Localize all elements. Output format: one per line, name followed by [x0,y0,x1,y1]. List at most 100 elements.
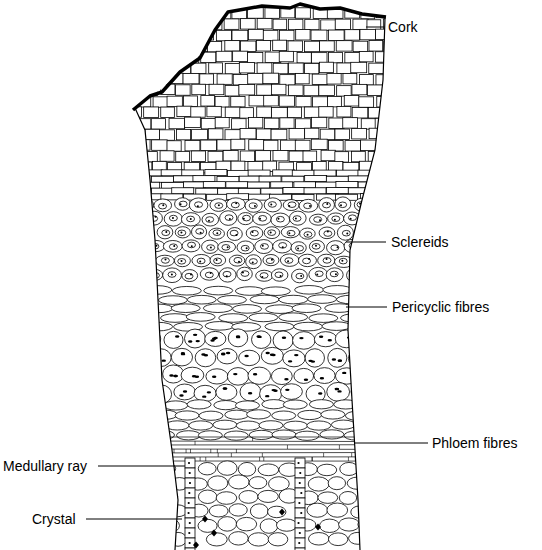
cell-content [388,247,390,249]
cell-content [395,204,397,206]
tissue-cell [176,42,190,52]
tissue-cell [196,229,204,235]
tissue-cell [295,528,305,538]
tissue-cell [185,528,195,538]
tissue-cell [236,517,256,531]
tissue-cell [173,176,195,182]
tissue-cell [384,85,400,95]
cell-content [288,232,290,234]
tissue-cell [171,304,200,313]
tissue-cell [264,227,279,239]
tissue-cell [164,331,183,348]
cell-content [388,377,392,379]
tissue-cell [121,117,136,127]
tissue-cell [273,240,292,253]
tissue-cell [280,118,294,128]
cell-content [137,359,141,361]
tissue-cell [127,384,147,403]
tissue-cell [250,295,279,304]
cell-content [295,217,297,219]
tissue-cell [135,75,149,85]
tissue-cell [163,240,182,252]
cell-content [216,232,218,234]
tissue-cell [184,31,198,41]
tissue-cell [187,295,216,304]
tissue-cell [305,128,319,138]
cell-content [235,202,237,204]
tissue-cell [240,383,261,401]
tissue-cell [255,151,270,161]
tissue-cell [320,519,340,532]
tissue-cell [305,349,324,367]
leader-line [346,242,386,243]
tissue-cell [335,330,357,348]
tissue-cell [248,182,270,188]
tissue-cell [295,498,305,508]
cell-content [361,388,365,390]
cell-content [365,374,369,376]
tissue-cell [172,286,201,295]
fibre-line [312,457,313,461]
tissue-cell [390,531,407,546]
tissue-cell [195,349,216,367]
tissue-cell [382,170,404,176]
cell-content [338,359,342,361]
leader-lines [86,27,428,519]
cell-content [120,374,124,376]
tissue-cell [391,162,406,172]
tissue-cell [99,295,128,304]
part-label: Sclereids [391,234,449,250]
cell-content [207,391,211,393]
part-label: Medullary ray [3,458,87,474]
tissue-cell [237,241,254,254]
tissue-cell [208,129,223,139]
cell-content [353,246,355,248]
tissue-cell [118,194,140,200]
cell-content [171,274,173,276]
cell-content [367,376,371,378]
tissue-cells [99,7,429,550]
fibre-line [348,457,349,461]
tissue-cell [111,84,125,94]
tissue-cell [327,382,350,401]
tissue-cell [205,272,213,278]
tissue-cell [183,182,205,188]
tissue-cell [143,152,157,162]
cell-content [320,377,324,379]
cell-content [200,232,202,234]
tissue-cell [273,170,295,176]
cell-content [309,205,311,207]
cell-content [252,261,254,263]
tissue-cell [257,85,273,95]
tissue-cell [260,244,268,250]
tissue-cell [319,227,335,239]
tissue-cell [213,230,221,236]
cell-content [114,359,118,361]
cell-content [195,375,199,377]
tissue-cell [258,464,279,476]
tissue-cell [345,30,360,40]
tissue-cell [133,244,141,250]
tissue-cell [249,95,265,105]
cell-content [316,274,318,276]
tissue-cell [261,188,283,194]
tissue-cell [185,273,193,279]
tissue-cell [199,7,214,17]
tissue-cell [304,85,319,95]
tissue-cell [295,478,305,488]
tissue-cell [382,368,405,385]
cell-content [406,272,408,274]
leader-line [354,443,428,444]
tissue-cell [276,216,284,222]
cell-content [327,231,329,233]
cell-content [131,394,135,396]
tissue-cell [231,202,239,208]
tissue-cell [392,51,406,61]
cell-content [183,390,187,392]
cell-content [271,259,273,261]
tissue-cell [268,230,276,236]
tissue-cell [335,197,351,211]
cell-content [213,337,217,339]
tissue-cell [167,141,181,151]
tissue-cell [176,151,190,161]
